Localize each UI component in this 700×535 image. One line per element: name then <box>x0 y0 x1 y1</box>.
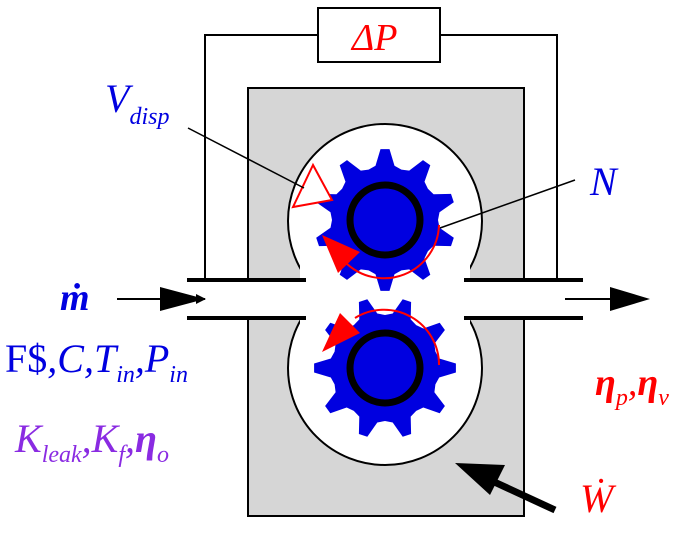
v-disp-leader <box>187 127 305 189</box>
inlet-arrowhead <box>160 287 205 311</box>
lower-rotation-arc <box>354 308 441 366</box>
gauge-wire-right <box>440 34 558 280</box>
upper-gear-shaft <box>346 181 424 259</box>
v-disp-label: Vdisp <box>105 76 169 130</box>
outlet-arrowhead <box>610 287 650 311</box>
upper-rotation-arrowhead <box>322 235 360 273</box>
power-arrow <box>488 476 557 514</box>
power-arrowhead <box>455 463 505 495</box>
mass-flow-label: ṁ <box>60 277 90 319</box>
delta-p-label: ΔP <box>350 17 398 59</box>
delta-p-box <box>317 7 441 63</box>
displacement-volume-triangle <box>291 162 334 209</box>
upper-rotation-arc <box>344 224 440 280</box>
efficiency-label: ηp,ηv <box>595 362 669 411</box>
power-label: Ẇ <box>580 476 617 521</box>
coefficients-label: Kleak,Kf,ηo <box>14 416 169 468</box>
lower-gear-shaft <box>346 329 424 407</box>
lower-rotation-arrowhead <box>322 313 360 352</box>
inlet-conditions-label: F$,C,Tin,Pin <box>5 336 188 388</box>
n-leader <box>439 179 576 229</box>
gauge-wire-left <box>204 34 318 280</box>
n-label: N <box>589 159 619 204</box>
